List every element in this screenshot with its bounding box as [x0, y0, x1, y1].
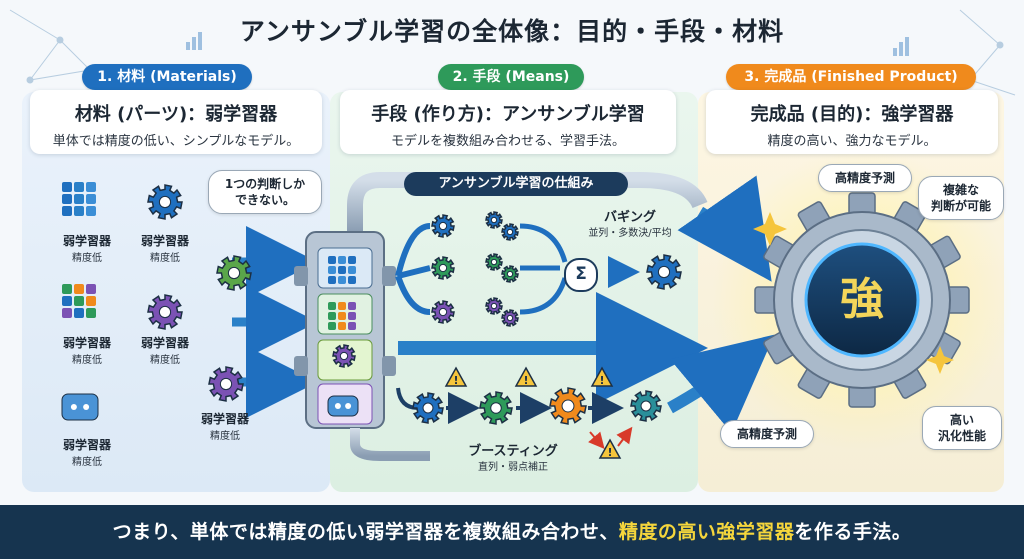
gear-icon [147, 184, 183, 220]
warning-mark: ! [523, 374, 528, 387]
weak-learner-2: 弱学習器 精度低 [130, 232, 200, 264]
weak-learner-1: 弱学習器 精度低 [52, 232, 122, 264]
product-badge-complex: 複雑な 判断が可能 [918, 176, 1004, 220]
gear-icon [147, 294, 183, 330]
means-card: 手段 (作り方)：アンサンブル学習 モデルを複数組み合わせる、学習手法。 [340, 90, 676, 154]
gear-icon [501, 223, 519, 241]
warning-icon: ! [590, 366, 614, 387]
product-desc: 精度の高い、強力なモデル。 [767, 134, 937, 149]
bar-chart-icon [186, 32, 909, 56]
weak-learner-label: 弱学習器 [140, 336, 189, 350]
ensemble-mechanism-label: アンサンブル学習の仕組み [404, 172, 628, 196]
input-arrows [232, 226, 318, 418]
page-title: アンサンブル学習の全体像：目的・手段・材料 [239, 17, 785, 46]
gear-icon [646, 254, 682, 290]
means-desc: モデルを複数組み合わせる、学習手法。 [390, 134, 625, 149]
gear-icon [501, 265, 519, 283]
boosting-to-core-arrow [667, 334, 775, 433]
weak-learner-label: 弱学習器 [62, 336, 111, 350]
weak-learner-6: 弱学習器 精度低 [190, 410, 260, 442]
weak-learner-4: 弱学習器 精度低 [130, 334, 200, 366]
boosting-label: ブースティング [468, 444, 558, 459]
grid-model-icon [328, 256, 356, 284]
sum-icon: Σ [564, 258, 598, 292]
bagging-to-core-arrow [677, 175, 772, 282]
product-badge-accuracy-bottom: 高精度予測 [720, 420, 814, 448]
weak-learner-sub: 精度低 [210, 431, 240, 442]
warning-icon: ! [598, 438, 622, 459]
bagging-sub: 並列・多数決/平均 [588, 228, 672, 239]
gear-icon [479, 391, 513, 425]
materials-speech-bubble: 1つの判断しか できない。 [208, 170, 322, 214]
warning-icon: ! [444, 366, 468, 387]
strong-core-char: 強 [840, 274, 884, 325]
gear-icon [485, 297, 503, 315]
materials-heading: 材料 (パーツ)：弱学習器 [74, 104, 278, 125]
gear-icon [630, 390, 662, 422]
gear-icon [485, 211, 503, 229]
pill-product: 3. 完成品 (Finished Product) [726, 64, 976, 90]
weak-learner-5: 弱学習器 精度低 [52, 436, 122, 468]
grid-model-icon [328, 302, 356, 330]
robot-icon [327, 395, 359, 417]
pill-means: 2. 手段 (Means) [438, 64, 584, 90]
boosting-arrows [350, 387, 660, 461]
summary-text-part2: を作る手法。 [794, 521, 912, 543]
gear-icon [216, 255, 252, 291]
product-heading: 完成品 (目的)：強学習器 [750, 104, 954, 125]
weak-learner-sub: 精度低 [72, 253, 102, 264]
warning-icon: ! [514, 366, 538, 387]
gear-icon [208, 366, 244, 402]
warning-mark: ! [607, 446, 612, 459]
gear-icon [485, 253, 503, 271]
weak-learner-label: 弱学習器 [62, 438, 111, 452]
gear-icon [412, 392, 444, 424]
gear-icon [431, 214, 455, 238]
materials-desc: 単体では精度の低い、シンプルなモデル。 [52, 134, 300, 149]
summary-banner: つまり、単体では精度の低い弱学習器を複数組み合わせ、精度の高い強学習器を作る手法… [0, 505, 1024, 559]
warning-mark: ! [453, 374, 458, 387]
sparkle-icons [753, 212, 954, 374]
grid-model-icon [62, 182, 96, 216]
gear-icon [431, 300, 455, 324]
summary-highlight: 精度の高い強学習器 [618, 521, 795, 543]
weak-learner-label: 弱学習器 [140, 234, 189, 248]
weak-learner-label: 弱学習器 [200, 412, 249, 426]
pill-materials: 1. 材料 (Materials) [82, 64, 252, 90]
product-badge-generalization: 高い 汎化性能 [922, 406, 1002, 450]
summary-text-part1: つまり、単体では精度の低い弱学習器を複数組み合わせ、 [112, 521, 619, 543]
product-card: 完成品 (目的)：強学習器 精度の高い、強力なモデル。 [706, 90, 998, 154]
weak-learner-sub: 精度低 [150, 253, 180, 264]
strong-learner-gear [754, 192, 970, 408]
means-heading: 手段 (作り方)：アンサンブル学習 [371, 104, 645, 125]
weak-learner-sub: 精度低 [72, 457, 102, 468]
gear-icon [549, 387, 587, 425]
weak-learner-sub: 精度低 [150, 355, 180, 366]
grid-model-icon [62, 284, 96, 318]
boosting-sub: 直列・弱点補正 [478, 462, 548, 473]
robot-icon [61, 393, 99, 421]
gear-icon [332, 344, 356, 368]
materials-card: 材料 (パーツ)：弱学習器 単体では精度の低い、シンプルなモデル。 [30, 90, 322, 154]
weak-learner-sub: 精度低 [72, 355, 102, 366]
product-badge-accuracy-top: 高精度予測 [818, 164, 912, 192]
ensemble-machine [294, 231, 396, 429]
warning-mark: ! [599, 374, 604, 387]
bagging-arrows [395, 223, 640, 315]
weak-learner-3: 弱学習器 精度低 [52, 334, 122, 366]
weak-learner-label: 弱学習器 [62, 234, 111, 248]
bagging-label: バギング [603, 210, 656, 225]
gear-icon [431, 256, 455, 280]
gear-icon [501, 309, 519, 327]
